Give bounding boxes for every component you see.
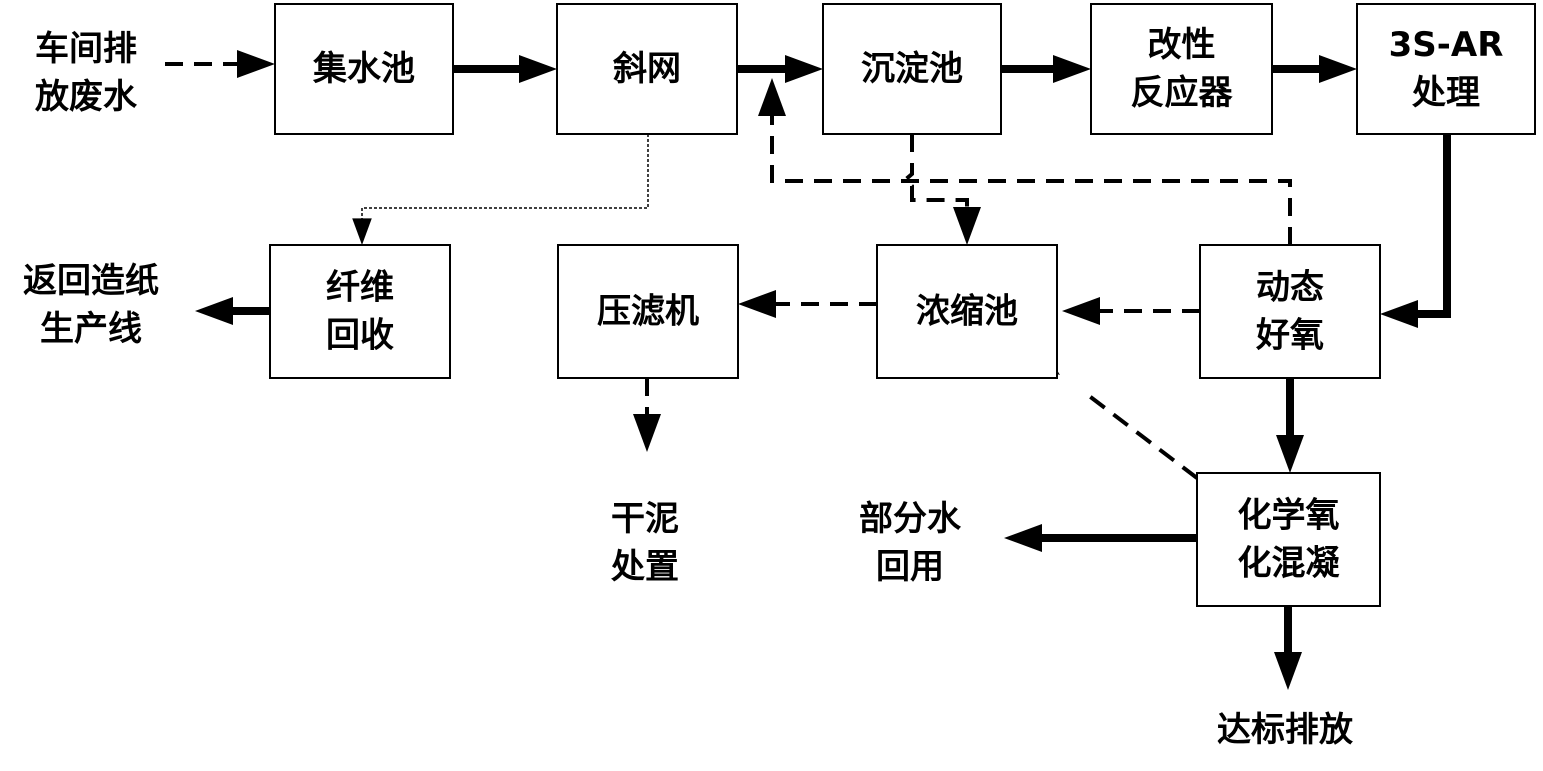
- flow-treat3s-to-aerobic: [1417, 134, 1451, 318]
- process-boxes: [269, 3, 1536, 607]
- flow-screen-to-fiber: [361, 134, 649, 222]
- flow-settle-to-thickener: [901, 134, 969, 218]
- flow-settle-to-thickener-arrowhead: [953, 207, 981, 245]
- node-settle-label-0: 沉淀池: [861, 49, 963, 89]
- flow-treat3s-to-aerobic-arrowhead: [1380, 300, 1418, 328]
- flow-screen-to-fiber-arrowhead: [352, 218, 372, 245]
- flow-chem-to-thickener: [1082, 390, 1199, 480]
- node-modreactor-label-1: 反应器: [1131, 73, 1234, 113]
- node-aerobic-box: [1199, 244, 1381, 379]
- flow-thickener-to-press-arrowhead: [738, 290, 776, 318]
- node-chem-label-1: 化混凝: [1238, 544, 1340, 584]
- flow-chem-to-reuse-arrowhead: [1004, 524, 1042, 552]
- node-chem-box: [1196, 472, 1381, 607]
- node-treat3s-label-0: 3S-AR: [1389, 25, 1504, 65]
- flow-modreactor-to-treat3s-arrowhead: [1319, 55, 1357, 83]
- flow-screen-to-settle-arrowhead: [785, 55, 823, 83]
- node-screen-label-0: 斜网: [613, 49, 681, 89]
- node-settle-box: [822, 3, 1002, 135]
- flow-press-to-sludge-arrowhead: [633, 414, 661, 452]
- node-reuse-label-0: 部分水: [859, 499, 962, 539]
- node-press-label-0: 压滤机: [597, 292, 699, 332]
- node-fiber-label-0: 纤维: [326, 268, 394, 308]
- node-returnline-label-0: 返回造纸: [23, 261, 159, 301]
- node-sludge-label-1: 处置: [610, 547, 679, 587]
- node-collect-label-0: 集水池: [312, 49, 415, 89]
- node-modreactor-box: [1090, 3, 1273, 135]
- node-treat3s-label-1: 处理: [1411, 73, 1480, 113]
- flow-aerobic-to-chem-arrowhead: [1276, 435, 1304, 473]
- node-thickener-label-0: 浓缩池: [916, 292, 1018, 332]
- node-sludge-label-0: 干泥: [611, 499, 679, 539]
- node-aerobic-label-0: 动态: [1256, 268, 1324, 308]
- node-returnline-label-1: 生产线: [40, 309, 142, 349]
- node-screen-box: [556, 3, 738, 135]
- node-thickener-box: [876, 244, 1058, 379]
- flow-chem-to-discharge-arrowhead: [1274, 652, 1302, 690]
- node-chem-label-0: 化学氧: [1238, 496, 1340, 536]
- flow-fiber-to-returnline-arrowhead: [195, 297, 233, 325]
- node-treat3s-box: [1356, 3, 1536, 135]
- node-aerobic-label-1: 好氧: [1255, 316, 1324, 356]
- node-collect-box: [274, 3, 454, 135]
- node-modreactor-label-0: 改性: [1148, 25, 1216, 65]
- flow-aerobic-to-settle-arrowhead: [758, 78, 786, 116]
- node-source-label-1: 放废水: [35, 77, 138, 117]
- node-fiber-label-1: 回收: [326, 316, 394, 356]
- node-press-box: [557, 244, 739, 379]
- node-discharge-label-0: 达标排放: [1217, 710, 1353, 750]
- flow-source-to-collect-arrowhead: [237, 50, 275, 78]
- node-fiber-box: [269, 244, 451, 379]
- flow-settle-to-modreactor-arrowhead: [1053, 55, 1091, 83]
- flow-aerobic-to-settle: [770, 108, 1292, 245]
- flow-collect-to-screen-arrowhead: [519, 55, 557, 83]
- node-source-label-0: 车间排: [35, 29, 137, 69]
- node-reuse-label-1: 回用: [876, 547, 944, 587]
- flow-aerobic-to-thickener-arrowhead: [1062, 297, 1100, 325]
